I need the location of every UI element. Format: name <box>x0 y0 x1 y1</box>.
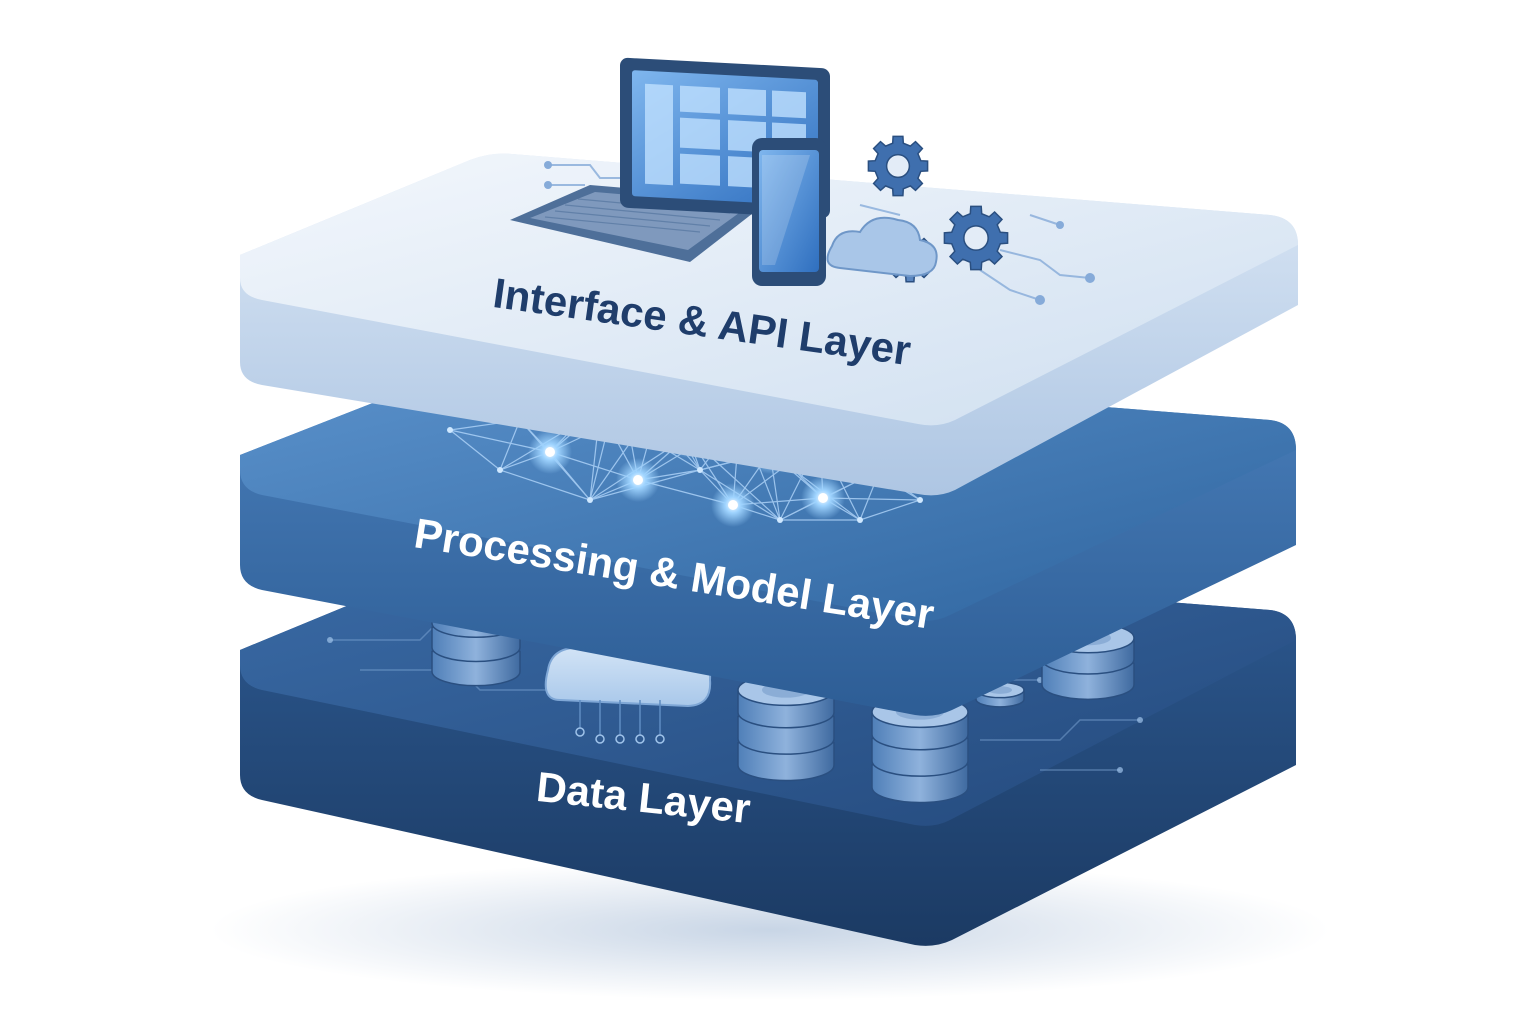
gear-icon <box>867 135 929 197</box>
gear-icon <box>943 205 1009 271</box>
ground-shadow <box>210 860 1330 1000</box>
smartphone-icon <box>752 138 826 286</box>
laptop-icon <box>510 57 830 262</box>
cloud-icon <box>826 216 938 278</box>
interface-layer-slab <box>240 153 1298 496</box>
